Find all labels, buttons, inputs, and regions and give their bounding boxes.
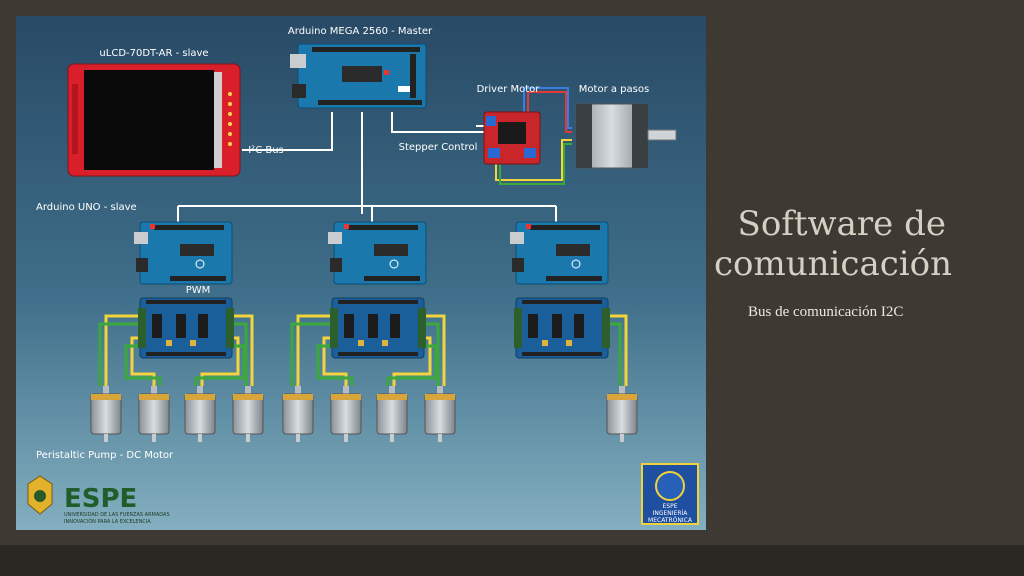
pump-motor-3 bbox=[184, 385, 216, 443]
mecha-line-2: INGENIERÍA bbox=[653, 510, 689, 517]
arduino-uno-board-3 bbox=[509, 221, 609, 285]
motor-shield-3 bbox=[513, 297, 611, 359]
pump-motor-8 bbox=[424, 385, 456, 443]
arduino-uno-board-2 bbox=[327, 221, 427, 285]
mecatronica-logo: ESPE INGENIERÍA MECATRÓNICA bbox=[641, 463, 699, 525]
slide-title: Software de comunicación bbox=[714, 204, 953, 284]
pump-motor-2 bbox=[138, 385, 170, 443]
i2c-bus-label: I²C Bus bbox=[248, 145, 284, 156]
stepper-motor-label: Motor a pasos bbox=[579, 84, 649, 95]
pump-motor-5 bbox=[282, 385, 314, 443]
pump-motor-4 bbox=[232, 385, 264, 443]
pump-label: Peristaltic Pump - DC Motor bbox=[36, 450, 174, 461]
espe-tagline-1: UNIVERSIDAD DE LAS FUERZAS ARMADAS bbox=[64, 512, 170, 518]
slide-subtitle: Bus de comunicación I2C bbox=[748, 304, 904, 320]
stepper-control-label: Stepper Control bbox=[399, 142, 478, 153]
pump-wires bbox=[98, 314, 628, 386]
stepper-motor bbox=[575, 103, 677, 169]
pwm-label: PWM bbox=[186, 285, 211, 296]
title-line-2: comunicación bbox=[714, 244, 953, 284]
title-line-1: Software de bbox=[737, 204, 946, 244]
motor-shield-1 bbox=[137, 297, 235, 359]
pump-motor-1 bbox=[90, 385, 122, 443]
driver-motor-board bbox=[483, 111, 541, 165]
driver-label: Driver Motor bbox=[477, 84, 541, 95]
i2c-bus-wires bbox=[177, 112, 557, 222]
system-diagram: Arduino MEGA 2560 - Master uLCD-70DT-AR … bbox=[16, 16, 706, 530]
arduino-mega-board bbox=[290, 43, 427, 109]
mecha-line-1: ESPE bbox=[662, 503, 677, 510]
arduino-uno-board-1 bbox=[133, 221, 233, 285]
espe-tagline-2: INNOVACIÓN PARA LA EXCELENCIA bbox=[64, 518, 151, 525]
uno-label: Arduino UNO - slave bbox=[36, 202, 137, 213]
pump-motor-9 bbox=[606, 385, 638, 443]
mecha-line-3: MECATRÓNICA bbox=[648, 517, 693, 524]
master-label: Arduino MEGA 2560 - Master bbox=[288, 26, 433, 37]
motor-shield-2 bbox=[329, 297, 427, 359]
bottom-bar bbox=[0, 545, 1024, 576]
espe-wordmark: ESPE bbox=[64, 484, 137, 514]
lcd-label: uLCD-70DT-AR - slave bbox=[99, 48, 208, 59]
pump-motor-6 bbox=[330, 385, 362, 443]
ulcd-display bbox=[67, 63, 241, 177]
pump-motor-7 bbox=[376, 385, 408, 443]
espe-logo: ESPE UNIVERSIDAD DE LAS FUERZAS ARMADAS … bbox=[27, 475, 170, 525]
